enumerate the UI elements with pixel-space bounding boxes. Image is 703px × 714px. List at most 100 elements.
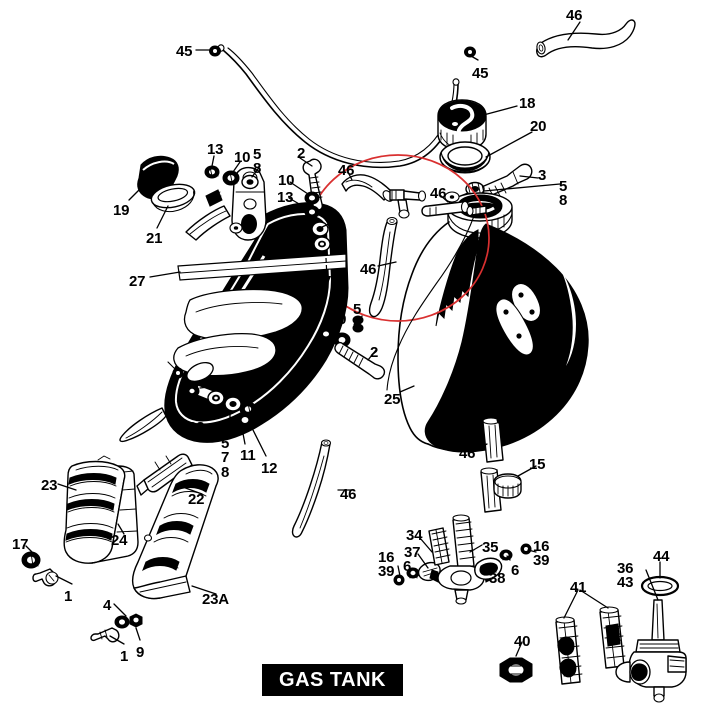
part-23A-knee-pad xyxy=(131,464,219,600)
callout-20: 20 xyxy=(530,118,547,135)
part-5-8-washers-cap xyxy=(465,181,485,197)
callout-3: 3 xyxy=(538,167,547,184)
callout-33: 33 xyxy=(188,419,205,436)
part-11-nut xyxy=(239,401,257,417)
part-33-stud xyxy=(167,361,184,379)
part-38-gasket xyxy=(474,557,503,580)
callout-19: 19 xyxy=(113,202,130,219)
callout-45: 45 xyxy=(472,65,489,82)
part-2-bolt-lower xyxy=(334,341,386,380)
callout-1: 1 xyxy=(120,648,129,665)
callout-5-8: 5 8 xyxy=(559,178,568,210)
callout-45: 45 xyxy=(176,43,193,60)
callout-13: 13 xyxy=(207,141,224,158)
callout-46: 46 xyxy=(340,486,357,503)
callout-35: 35 xyxy=(482,539,499,556)
fender-grip-bracket xyxy=(185,189,243,241)
callout-37: 37 xyxy=(404,544,421,561)
callout-40: 40 xyxy=(514,633,531,650)
part-40-nut xyxy=(499,657,533,683)
hardware-13-a xyxy=(204,165,220,179)
part-45-nut-left xyxy=(209,45,221,57)
callout-16A: 16A xyxy=(237,378,264,395)
part-46-hose-long-down xyxy=(368,216,398,318)
callout-16-39: 16 39 xyxy=(378,549,395,581)
callout-22: 22 xyxy=(188,491,205,508)
part-6-right xyxy=(499,549,513,561)
part-21-gasket-ring xyxy=(150,183,196,213)
callout-9: 9 xyxy=(136,644,145,661)
callout-23A: 23A xyxy=(202,591,229,608)
part-23-knee-pad xyxy=(63,455,139,564)
fuel-line-tee-fitting xyxy=(389,189,427,219)
part-46-hose-bottom-center xyxy=(291,439,332,538)
part-9-washer xyxy=(129,613,143,628)
part-45-nut-right xyxy=(464,46,476,58)
part-36-43-petcock-valve xyxy=(615,599,687,703)
part-34-filter-screen xyxy=(428,527,451,566)
callout-6: 6 xyxy=(327,213,336,230)
callout-13: 13 xyxy=(277,189,294,206)
part-22-clip xyxy=(136,453,193,496)
part-41-screen-a xyxy=(555,616,583,685)
callout-46: 46 xyxy=(566,7,583,24)
part-16-39-right xyxy=(520,543,532,555)
part-15-cap xyxy=(493,473,522,499)
callout-21: 21 xyxy=(146,230,163,247)
callout-2: 2 xyxy=(297,145,306,162)
callout-6: 6 xyxy=(403,558,412,575)
callout-5-8: 5 8 xyxy=(253,146,262,178)
callout-24: 24 xyxy=(111,532,128,549)
vent-line xyxy=(386,215,475,391)
part-6-left xyxy=(406,567,420,579)
callout-10: 10 xyxy=(330,311,347,328)
callout-17: 17 xyxy=(12,536,29,553)
callout-4: 4 xyxy=(103,597,112,614)
hardware-5-8-a xyxy=(241,174,259,190)
callout-44: 44 xyxy=(653,548,670,565)
part-1-screw-upper xyxy=(32,568,59,587)
part-17-grommet xyxy=(21,551,41,569)
callout-46: 46 xyxy=(459,445,476,462)
title-banner: GAS TANK xyxy=(262,664,403,696)
callout-15: 15 xyxy=(529,456,546,473)
callout-46: 46 xyxy=(360,261,377,278)
callout-18: 18 xyxy=(519,95,536,112)
part-4-nut xyxy=(114,615,130,629)
part-27-fender xyxy=(119,202,349,443)
assembly-arrow xyxy=(323,257,331,286)
part-18-gas-cap xyxy=(437,99,487,151)
part-1-screw-lower xyxy=(90,627,120,643)
callout-46: 46 xyxy=(430,185,447,202)
callout-2: 2 xyxy=(370,344,379,361)
callout-38: 38 xyxy=(489,570,506,587)
hardware-10-13-mid xyxy=(304,191,320,219)
callout-14: 14 xyxy=(529,395,546,412)
part-46-hose-seg-upper xyxy=(482,417,504,463)
part-25-tank-body xyxy=(424,223,589,453)
leader-lines xyxy=(25,21,661,657)
callout-41: 41 xyxy=(570,579,587,596)
part-6-washers xyxy=(311,221,331,252)
part-16A-bolt xyxy=(184,384,225,406)
part-16-39-left xyxy=(393,574,405,586)
callout-10: 10 xyxy=(234,149,251,166)
callout-23: 23 xyxy=(41,477,58,494)
callout-5-8: 5 8 xyxy=(353,301,362,333)
callout-34: 34 xyxy=(406,527,423,544)
part-41-screen-b xyxy=(599,606,626,669)
callout-10: 10 xyxy=(278,172,295,189)
part-46-hose-upper xyxy=(341,174,394,202)
callout-16-39: 16 39 xyxy=(533,538,550,570)
callout-36-43: 36 43 xyxy=(617,560,634,592)
part-25-tank-outline xyxy=(397,221,475,452)
part-5-7-8-washer xyxy=(224,396,242,412)
part-20-cap-gasket xyxy=(439,141,491,174)
callout-1: 1 xyxy=(64,588,73,605)
callout-46: 46 xyxy=(338,162,355,179)
callout-5-7-8: 5 7 8 xyxy=(221,435,230,481)
page-title: GAS TANK xyxy=(279,668,386,691)
callout-6: 6 xyxy=(511,562,520,579)
